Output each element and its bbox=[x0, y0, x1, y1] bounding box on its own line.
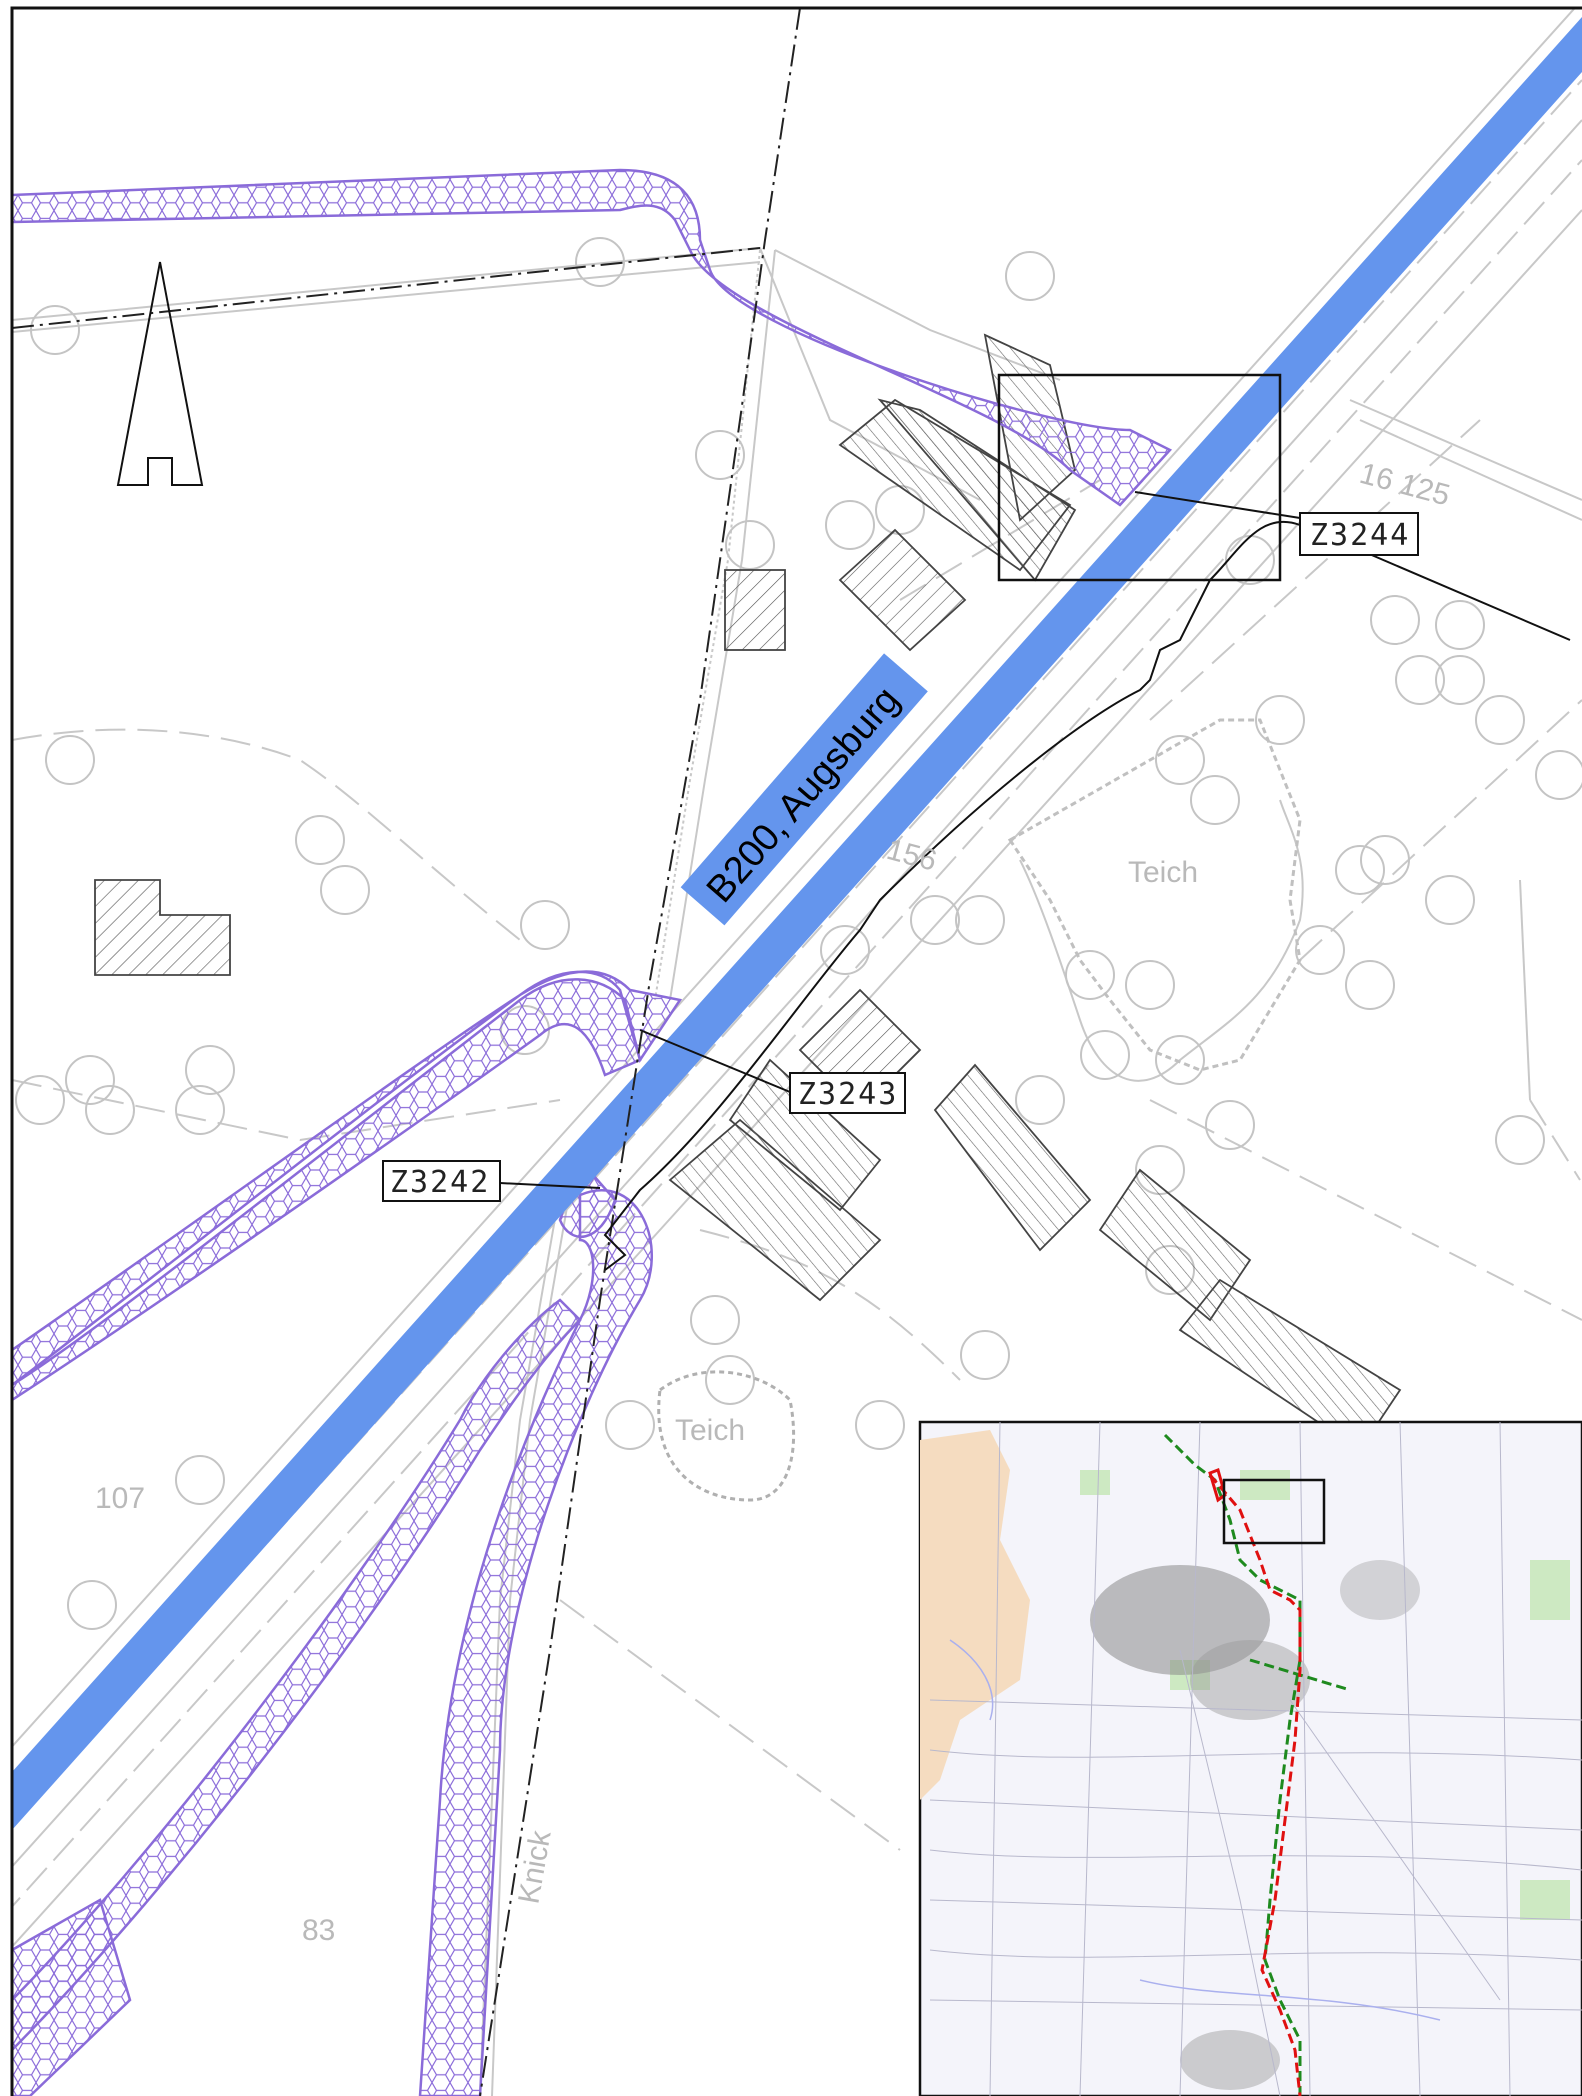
field-label-1: 107 bbox=[95, 1482, 145, 1515]
highway-b200 bbox=[12, 17, 1582, 1830]
pond-label-1: Teich bbox=[1128, 856, 1198, 889]
tree-symbols bbox=[15, 237, 1582, 1630]
field-label-2: 83 bbox=[302, 1914, 335, 1947]
marker-z3243[interactable]: Z3243 bbox=[789, 1072, 906, 1114]
boundary-line-2 bbox=[12, 247, 761, 329]
buildings bbox=[94, 333, 1402, 1452]
inset-overview-map bbox=[918, 1420, 1582, 2096]
road-label-box: B200, Augsburg bbox=[680, 653, 928, 926]
map-frame bbox=[10, 6, 1582, 2096]
pond-label-2: Teich bbox=[675, 1414, 745, 1447]
marker-z3242-label: Z3242 bbox=[390, 1165, 490, 1200]
hedge-label: Knick bbox=[512, 1827, 557, 1906]
parcel-label-16-125: 16 125 bbox=[1356, 457, 1453, 513]
small-pond-outline bbox=[657, 1370, 796, 1502]
parcel-label-156: 156 bbox=[883, 833, 940, 878]
marker-z3242[interactable]: Z3242 bbox=[382, 1160, 501, 1202]
marker-z3243-label: Z3243 bbox=[798, 1077, 898, 1112]
detail-frame bbox=[997, 373, 1282, 582]
pipeline-line bbox=[603, 520, 1301, 1271]
marker-z3244[interactable]: Z3244 bbox=[1299, 512, 1419, 556]
pond-outline bbox=[1007, 718, 1302, 1072]
north-arrow-icon bbox=[116, 261, 204, 486]
leader-lines bbox=[499, 491, 1571, 1189]
marker-z3244-label: Z3244 bbox=[1310, 518, 1410, 553]
road-label: B200, Augsburg bbox=[699, 679, 908, 911]
boundary-line bbox=[479, 8, 801, 2096]
